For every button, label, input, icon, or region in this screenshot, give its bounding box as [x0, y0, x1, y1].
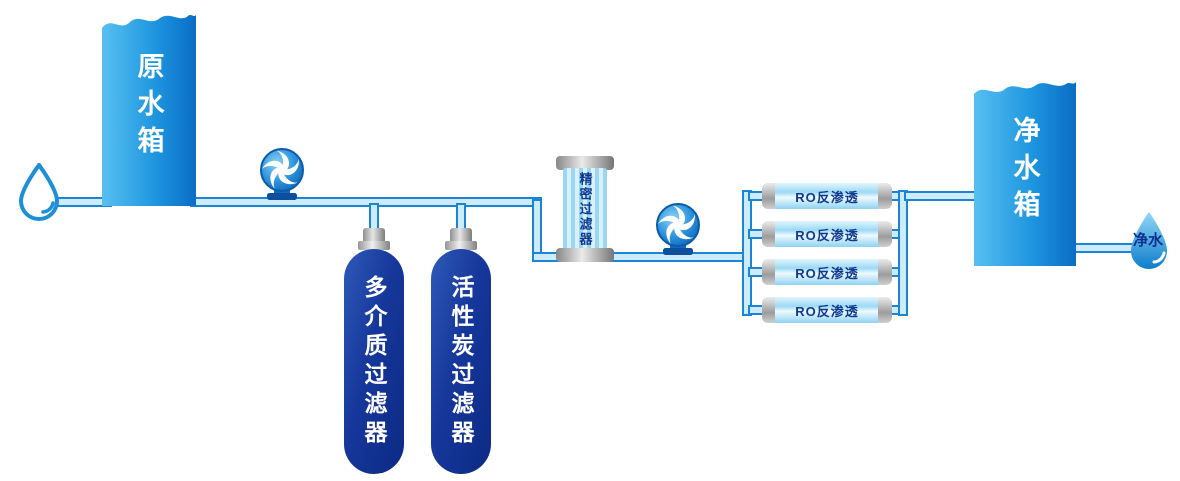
ro-vessel-1-right-cap	[878, 183, 892, 209]
media-filter-cap	[358, 228, 390, 250]
pipe-to-cleantank	[904, 191, 984, 201]
carbon-filter-vessel: 活性炭过滤器	[431, 228, 491, 474]
source-water-drop-icon	[16, 162, 62, 222]
pipe-ro-manifold-right	[898, 190, 908, 316]
ro-vessel-4: RO反渗透	[762, 297, 892, 323]
clean-water-tank-shape	[974, 82, 1076, 266]
media-filter-label: 多介质过滤器	[361, 274, 387, 449]
carbon-filter-cap	[445, 228, 477, 250]
clean-water-label: 净水	[1132, 232, 1163, 249]
clean-water-tank: 净水箱	[974, 76, 1076, 266]
ro-vessel-1: RO反渗透	[762, 183, 892, 209]
booster-pump-icon	[654, 200, 702, 256]
ro-vessel-3-body	[775, 259, 879, 285]
ro-vessel-1-label: RO反渗透	[795, 189, 859, 205]
ro-vessel-2-label: RO反渗透	[795, 227, 859, 243]
ro-vessel-1-body	[775, 183, 879, 209]
carbon-filter-label: 活性炭过滤器	[448, 274, 474, 449]
raw-water-tank: 原水箱	[102, 8, 196, 206]
ro-vessel-3-label: RO反渗透	[795, 265, 859, 281]
raw-water-tank-label: 原水箱	[133, 51, 164, 163]
ro-vessel-4-label: RO反渗透	[795, 303, 859, 319]
ro-vessel-3: RO反渗透	[762, 259, 892, 285]
ro-vessel-2-body	[775, 221, 879, 247]
ro-vessel-3-left-cap	[762, 259, 776, 285]
precision-filter-top-cap	[556, 156, 614, 170]
media-filter-body	[344, 249, 404, 474]
ro-vessel-2-left-cap	[762, 221, 776, 247]
media-filter-vessel: 多介质过滤器	[344, 228, 404, 474]
raw-water-tank-shape	[102, 15, 196, 206]
ro-vessel-1-left-cap	[762, 183, 776, 209]
ro-vessel-3-right-cap	[878, 259, 892, 285]
ro-vessel-2-right-cap	[878, 221, 892, 247]
ro-vessel-2: RO反渗透	[762, 221, 892, 247]
carbon-filter-body	[431, 249, 491, 474]
clean-water-drop-icon	[1126, 210, 1172, 272]
precision-filter-bottom-cap	[556, 248, 614, 262]
precision-filter-label: 精密过滤器	[577, 171, 593, 247]
clean-water-tank-label: 净水箱	[1009, 115, 1040, 227]
pipe-main-line	[190, 197, 542, 207]
precision-filter-body	[563, 168, 607, 250]
pipe-ro-manifold-left	[742, 190, 752, 316]
ro-vessel-4-body	[775, 297, 879, 323]
ro-vessel-4-left-cap	[762, 297, 776, 323]
precision-filter-vessel: 精密过滤器	[556, 156, 614, 262]
feed-pump-icon	[258, 145, 306, 201]
ro-vessel-4-right-cap	[878, 297, 892, 323]
